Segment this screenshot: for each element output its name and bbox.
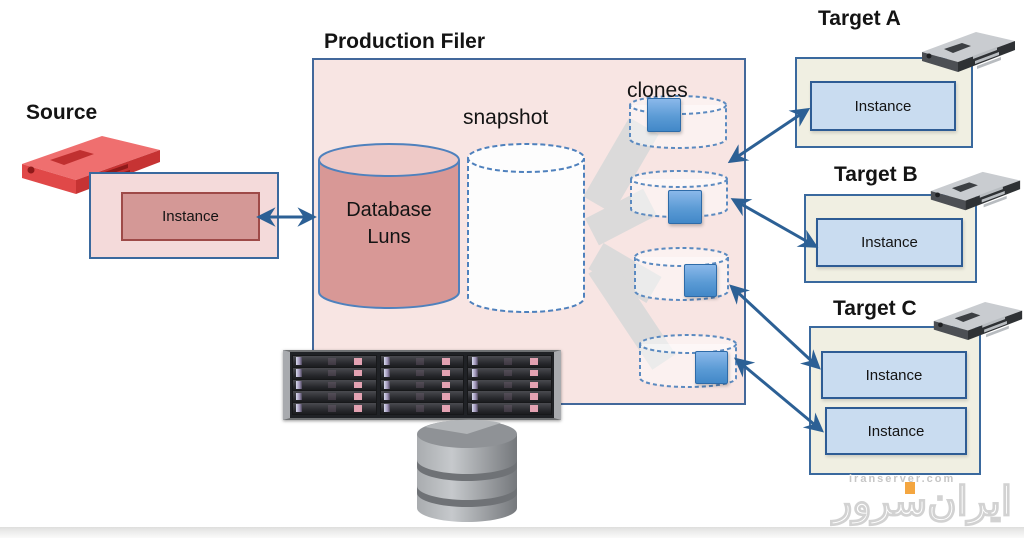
snapshot-label: snapshot — [463, 106, 549, 129]
drive-sled — [293, 403, 376, 414]
watermark-site-text: iranserver.com — [849, 473, 956, 485]
drive-sled — [380, 379, 464, 391]
production-filer-label: Production Filer — [324, 30, 486, 53]
target-c-label: Target C — [833, 297, 917, 320]
target-c-instance-box-2: Instance — [825, 407, 967, 455]
drive-sled — [293, 379, 376, 391]
target-b-instance-box: Instance — [816, 218, 963, 267]
target-c-instance-box-1: Instance — [821, 351, 967, 399]
target-b-server-icon — [930, 171, 1021, 211]
page-bottom-edge — [0, 527, 1024, 538]
clone-lun-square-4 — [695, 351, 728, 384]
target-a-instance-box: Instance — [810, 81, 956, 131]
drive-sled — [380, 403, 464, 414]
clone-lun-square-2 — [668, 190, 702, 224]
drive-sled — [468, 391, 552, 403]
drive-sled — [468, 403, 552, 414]
clone-lun-square-3 — [684, 264, 717, 297]
drive-sled — [468, 356, 552, 367]
storage-database-icon — [417, 419, 517, 522]
database-luns-line1: Database — [346, 199, 432, 221]
database-luns-line2: Luns — [367, 226, 411, 248]
drive-sled — [293, 391, 376, 403]
drive-column — [292, 355, 377, 415]
drive-sled — [468, 379, 552, 391]
drive-sled — [380, 367, 464, 379]
drive-sled — [380, 356, 464, 367]
source-label: Source — [26, 101, 98, 124]
database-luns-cylinder — [318, 143, 460, 309]
drive-sled — [293, 356, 376, 367]
clones-label: clones — [627, 79, 688, 102]
target-a-server-icon — [922, 32, 1015, 72]
watermark-logo-text: ایران‌سرور — [832, 480, 1012, 524]
snapshot-cylinder — [467, 143, 585, 313]
watermark-logo-orange-dot — [905, 482, 915, 494]
drive-sled — [380, 391, 464, 403]
target-a-label: Target A — [818, 7, 901, 30]
target-b-label: Target B — [834, 163, 918, 186]
drive-sled — [468, 367, 552, 379]
drive-column — [379, 355, 465, 415]
drive-column — [467, 355, 553, 415]
drive-sled — [293, 367, 376, 379]
database-luns-label: Database Luns — [318, 197, 460, 251]
source-instance-box: Instance — [121, 192, 260, 241]
storage-array — [283, 350, 561, 420]
clone-lun-square-1 — [647, 98, 681, 132]
target-c-server-icon — [933, 302, 1023, 341]
